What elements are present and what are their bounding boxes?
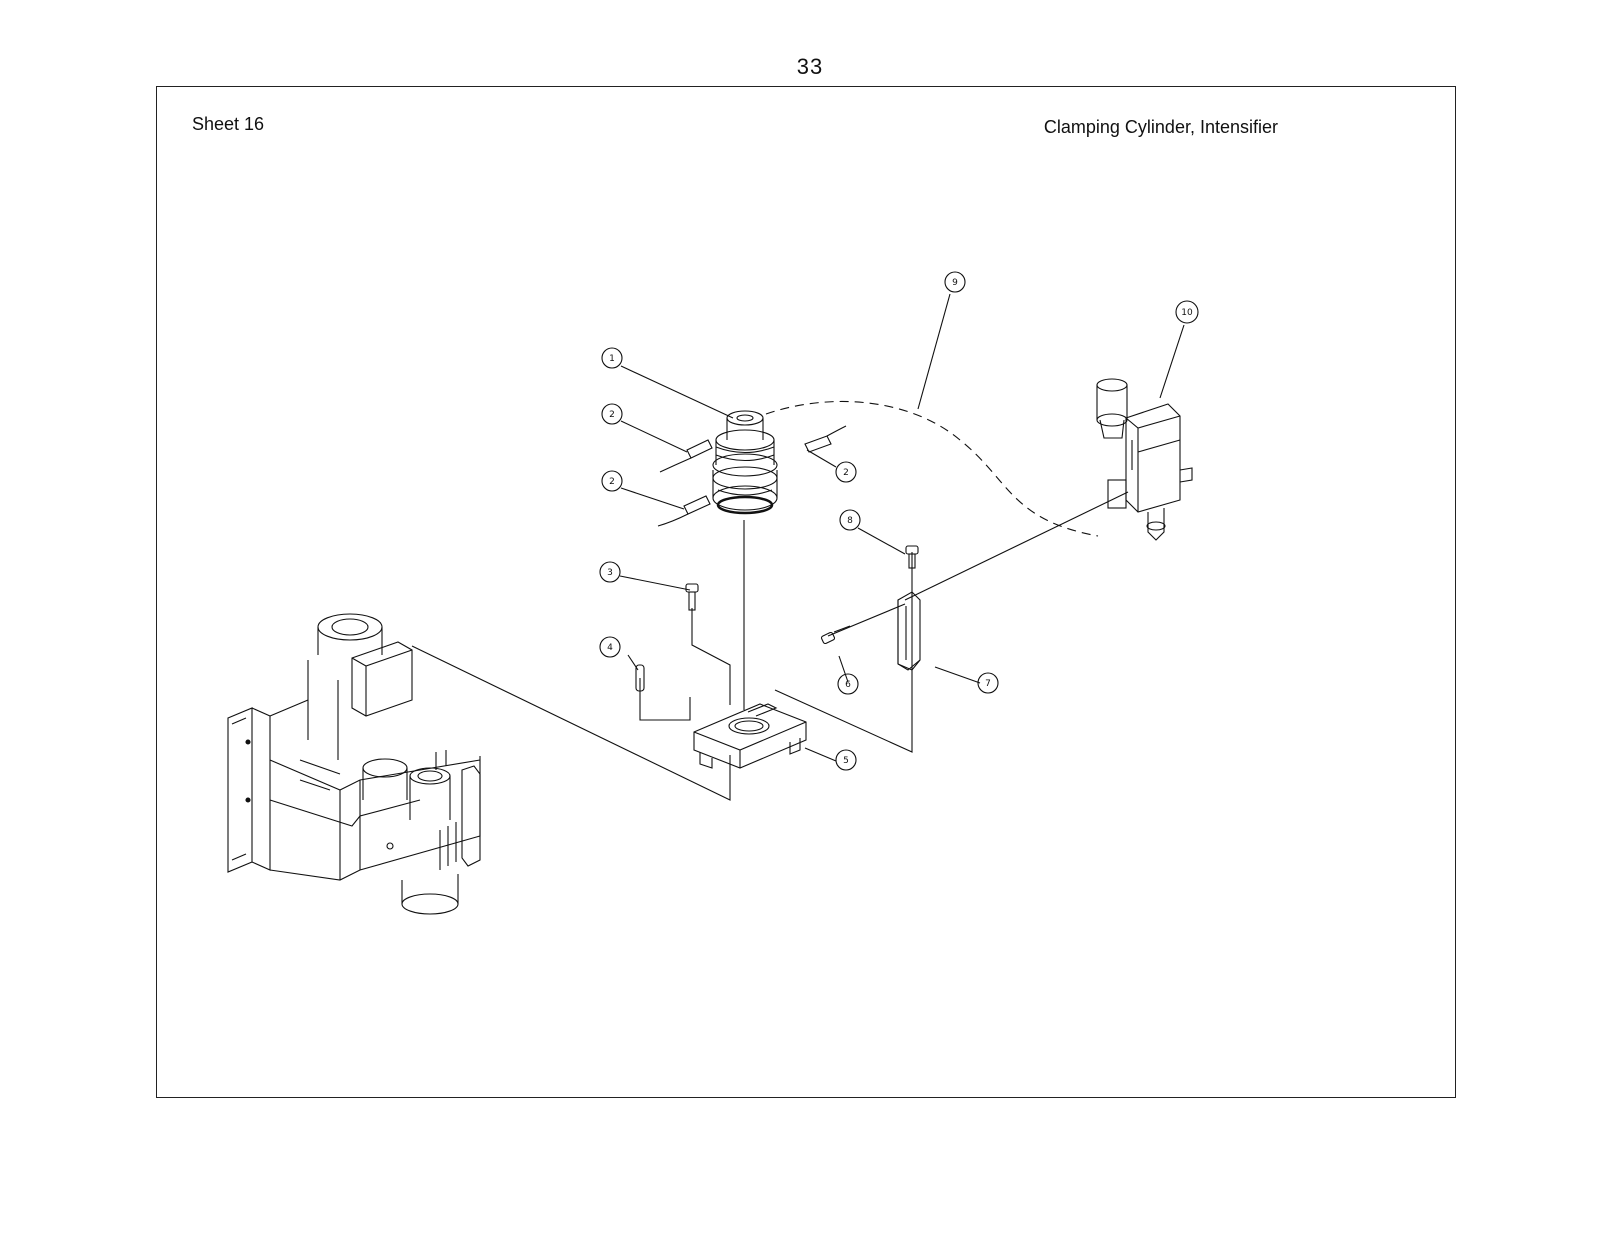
callout-balloon-7 — [977, 672, 999, 694]
callout-balloon-4 — [599, 636, 621, 658]
screw-part-6 — [820, 625, 851, 645]
sheet-label: Sheet 16 — [192, 114, 265, 134]
sensor-part — [657, 425, 847, 527]
callout-balloon-8 — [839, 509, 861, 531]
callout-number: 4 — [607, 643, 613, 653]
callout-balloon-2b — [835, 461, 857, 483]
machine-base-assembly — [227, 613, 481, 915]
callout-number: 2 — [609, 477, 615, 487]
callout-number: 8 — [847, 516, 853, 526]
callout-number: 3 — [607, 568, 613, 578]
callout-balloon-10 — [1175, 300, 1199, 324]
callout-number: 10 — [1181, 308, 1193, 318]
angle-bracket-part-7 — [897, 591, 921, 671]
callout-balloon-1 — [601, 347, 623, 369]
callout-balloon-9 — [944, 271, 966, 293]
page-number: 33 — [796, 54, 824, 79]
callout-balloon-3 — [599, 561, 621, 583]
callout-number: 9 — [952, 278, 958, 288]
drawing-frame — [156, 86, 1456, 1098]
callout-balloon-2a — [601, 403, 623, 425]
sheet-title: Clamping Cylinder, Intensifier — [1043, 117, 1278, 137]
callout-number: 6 — [845, 680, 851, 690]
screw-part-3 — [685, 583, 699, 611]
callout-number: 7 — [985, 679, 991, 689]
callout-numbers: 1 2 2 2 3 4 5 6 7 8 9 10 — [607, 278, 1193, 766]
callout-balloon-5 — [835, 749, 857, 771]
clamping-cylinder-part — [712, 410, 778, 515]
callout-number: 2 — [609, 410, 615, 420]
pin-part-4 — [635, 664, 645, 692]
callout-balloon-6 — [837, 673, 859, 695]
callout-number: 1 — [609, 354, 615, 364]
leader-lines — [619, 293, 1185, 762]
bracket-base-part-5 — [693, 703, 807, 769]
assembly-lines — [411, 401, 1129, 801]
intensifier-part-10 — [1096, 378, 1193, 541]
callout-number: 2 — [843, 468, 849, 478]
callout-number: 5 — [843, 756, 849, 766]
callout-balloon-2c — [601, 470, 623, 492]
callout-balloons — [599, 271, 1199, 771]
screw-part-8 — [905, 545, 919, 569]
